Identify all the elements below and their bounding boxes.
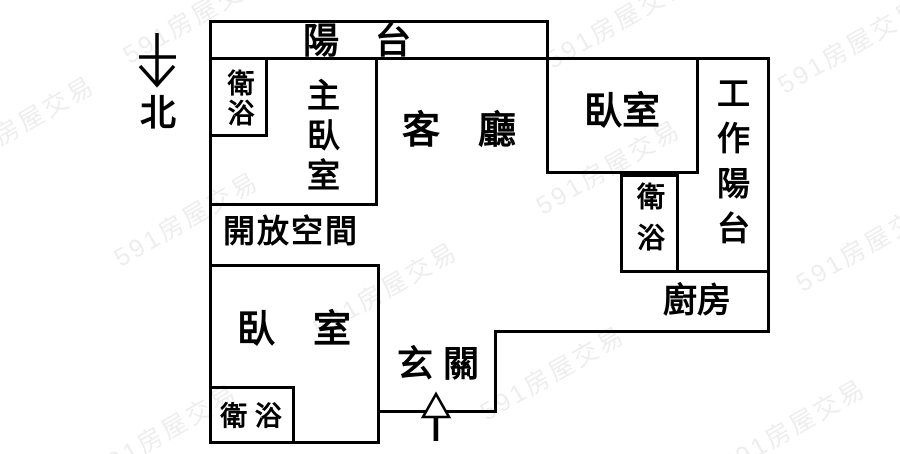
wall-bedroom-ll-top — [209, 264, 380, 267]
label-work-balcony: 工作陽台 — [712, 76, 750, 256]
label-kitchen: 廚房 — [663, 282, 731, 320]
wall-bath-ll-right — [292, 386, 295, 444]
wall-right — [767, 57, 770, 333]
wall-bedroom-ur-right — [696, 57, 699, 174]
wall-kitchen-bottom — [494, 330, 770, 333]
north-label: 北 — [139, 92, 177, 133]
wall-bath-tl-right — [265, 57, 268, 137]
label-entry: 玄 關 — [396, 343, 480, 384]
wall-balcony-right — [546, 20, 549, 60]
wall-top — [209, 57, 770, 60]
wall-bath-mid-top — [620, 174, 679, 177]
wall-bedroom-ll-right — [377, 264, 380, 444]
label-bath-top-left: 衛浴 — [223, 69, 254, 129]
label-open-space: 開放空間 — [222, 213, 360, 249]
wall-bath-mid-left — [620, 174, 623, 273]
label-bath-lower-left: 衛 浴 — [220, 401, 282, 432]
wall-bath-tl-bottom — [209, 134, 268, 137]
wall-bath-ll-top — [209, 386, 295, 389]
wall-bedroom-ur-left — [546, 57, 549, 174]
wall-bedroom-ur-bottom — [546, 171, 699, 174]
entrance-arrow-icon — [420, 391, 452, 441]
wall-balcony-top — [209, 20, 549, 23]
label-balcony: 陽 台 — [302, 20, 412, 61]
wall-workbalcony-bottom — [620, 270, 770, 273]
wall-left — [209, 20, 212, 444]
north-arrow-icon — [138, 33, 176, 88]
wall-master-bottom — [209, 203, 378, 206]
wall-entry-right — [494, 330, 497, 413]
wall-master-right — [375, 57, 378, 206]
label-bedroom-upper-right: 臥室 — [583, 91, 661, 133]
label-bath-middle: 衛浴 — [634, 182, 665, 264]
label-master-bedroom: 主臥室 — [302, 78, 340, 198]
label-bedroom-lower-left: 臥 室 — [236, 309, 352, 351]
wall-bath-mid-right — [676, 174, 679, 273]
label-living-room: 客 廳 — [401, 110, 517, 152]
